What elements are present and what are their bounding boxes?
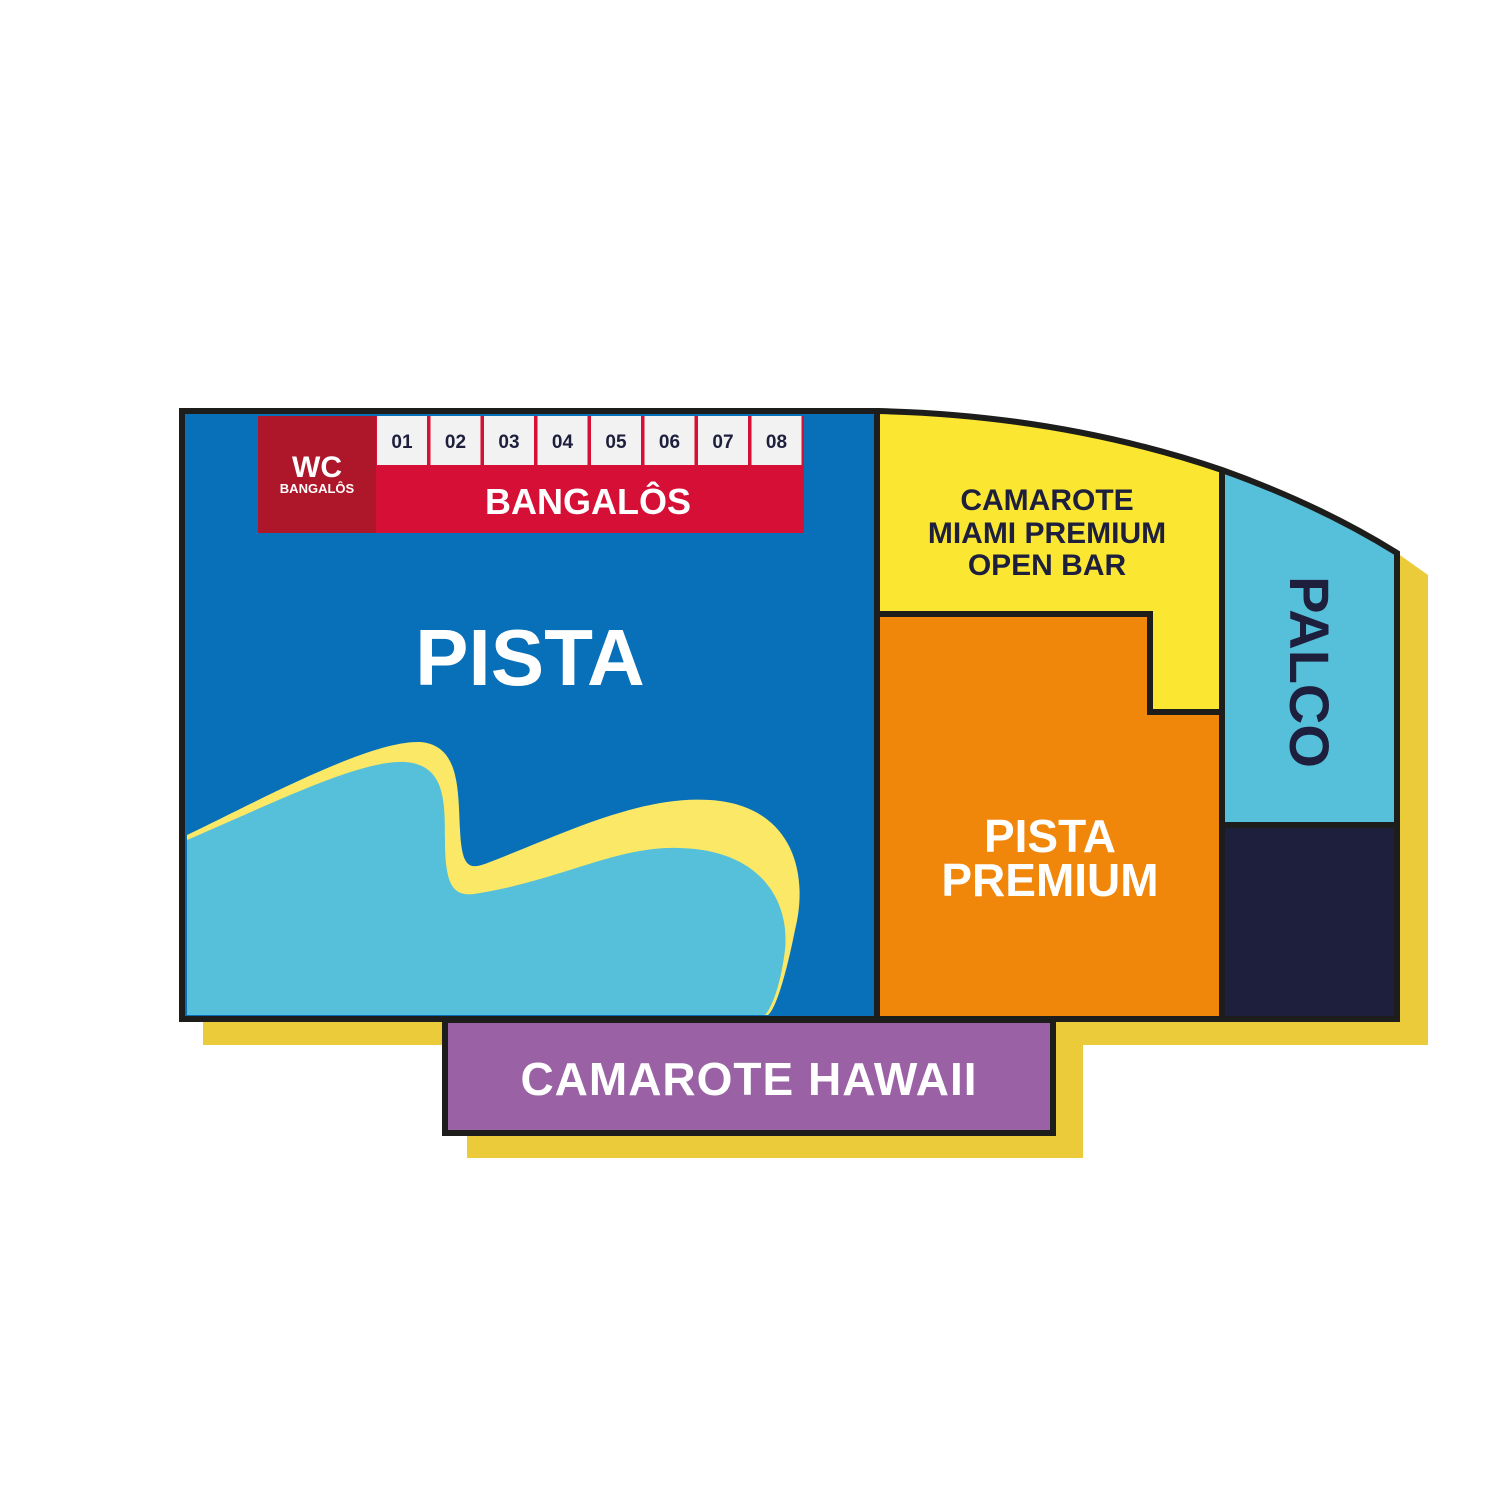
camarote-hawaii-label: CAMAROTE HAWAII <box>520 1053 977 1105</box>
bangalo-cell-08[interactable] <box>751 416 802 465</box>
bangalo-number: 01 <box>391 432 413 453</box>
bangalo-cell-01[interactable] <box>377 416 427 465</box>
pista-premium-line2: PREMIUM <box>941 854 1158 906</box>
camarote-miami-line1: CAMAROTE <box>960 484 1133 517</box>
sector-pista-premium[interactable]: PISTA PREMIUM <box>877 614 1222 1019</box>
bangalo-cell-05[interactable] <box>591 416 641 465</box>
pista-premium-line1: PISTA <box>984 810 1116 862</box>
bangalo-number: 04 <box>552 432 574 453</box>
bangalo-number: 05 <box>605 432 627 453</box>
bangalo-number: 06 <box>659 432 680 453</box>
sector-bangalos[interactable]: WC BANGALÔS 01 02 03 04 05 06 07 08 BANGALÔS <box>258 416 804 533</box>
wc-title: WC <box>292 451 342 484</box>
bangalo-cell-04[interactable] <box>537 416 588 465</box>
pista-label: PISTA <box>415 613 645 702</box>
bangalo-cell-07[interactable] <box>698 416 748 465</box>
bangalo-number: 08 <box>766 432 787 453</box>
wc-subtitle: BANGALÔS <box>280 481 355 496</box>
backstage-area <box>1222 825 1397 1019</box>
palco-label: PALCO <box>1278 576 1341 768</box>
bangalo-number: 07 <box>712 432 733 453</box>
camarote-miami-line3: OPEN BAR <box>968 549 1127 582</box>
camarote-miami-line2: MIAMI PREMIUM <box>928 517 1166 550</box>
bangalos-label: BANGALÔS <box>485 480 691 522</box>
wc-bangalos <box>258 416 376 533</box>
bangalo-cell-03[interactable] <box>484 416 534 465</box>
bangalo-number: 03 <box>498 432 519 453</box>
sector-palco[interactable]: PALCO <box>1222 470 1397 1019</box>
bangalo-cell-02[interactable] <box>430 416 481 465</box>
bangalo-number: 02 <box>445 432 466 453</box>
wave-blue <box>187 761 786 1015</box>
sector-camarote-hawaii[interactable]: CAMAROTE HAWAII <box>442 1017 1056 1136</box>
sector-camarote-miami[interactable]: CAMAROTE MIAMI PREMIUM OPEN BAR <box>877 411 1222 712</box>
bangalo-cell-06[interactable] <box>644 416 695 465</box>
